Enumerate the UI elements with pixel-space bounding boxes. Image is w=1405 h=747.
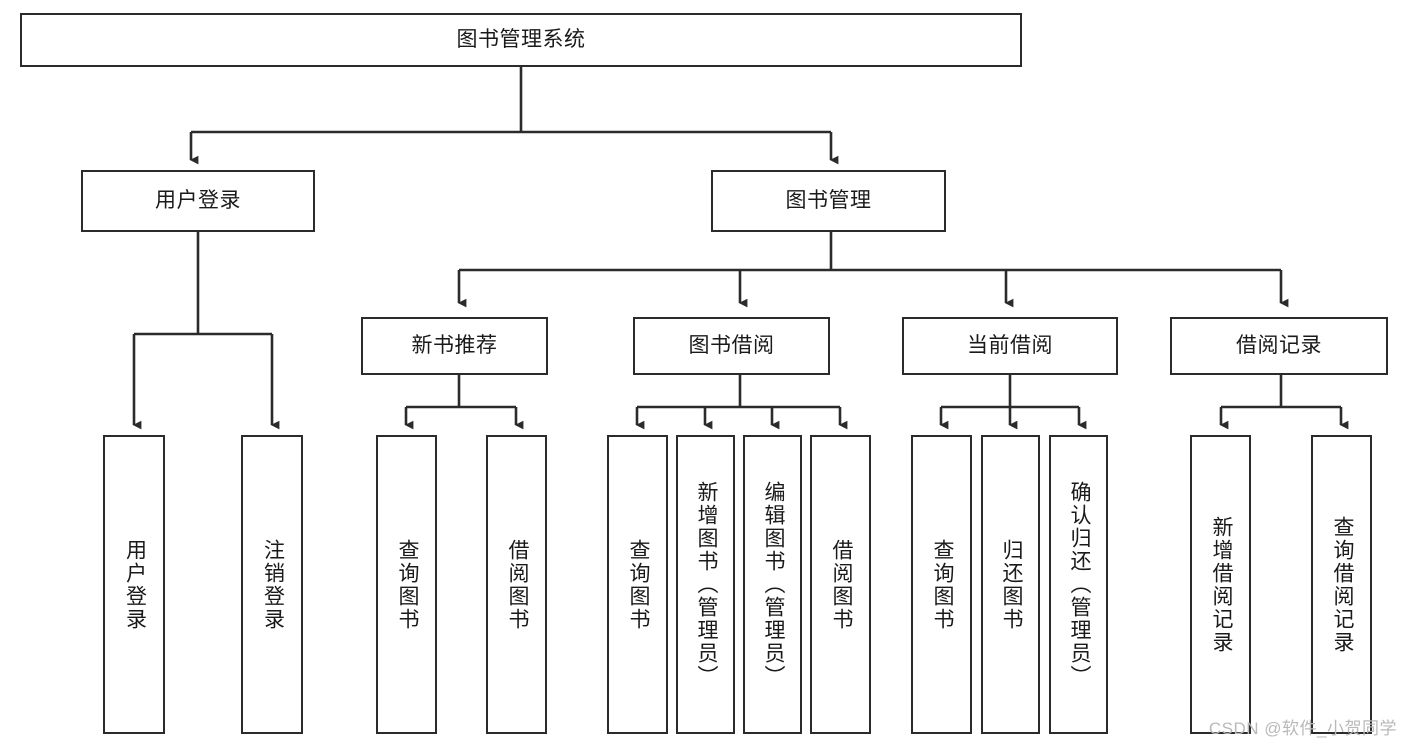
node-leaf-query-book-3[interactable]: 查询图书 [911, 435, 972, 734]
node-book-management[interactable]: 图书管理 [711, 170, 946, 232]
node-leaf-add-book-admin-label: 新增图书（管理员） [694, 481, 718, 688]
node-leaf-add-book-admin[interactable]: 新增图书（管理员） [676, 435, 735, 734]
node-leaf-borrow-book-1[interactable]: 借阅图书 [486, 435, 547, 734]
node-leaf-add-borrow-record[interactable]: 新增借阅记录 [1190, 435, 1251, 734]
node-leaf-return-book-label: 归还图书 [999, 538, 1023, 631]
node-user-login-label: 用户登录 [155, 189, 241, 213]
node-leaf-confirm-return-admin-label: 确认归还（管理员） [1067, 481, 1091, 688]
node-leaf-edit-book-admin[interactable]: 编辑图书（管理员） [743, 435, 802, 734]
node-leaf-user-login[interactable]: 用户登录 [103, 435, 165, 734]
node-leaf-query-book-2[interactable]: 查询图书 [607, 435, 668, 734]
node-leaf-query-borrow-record-label: 查询借阅记录 [1330, 515, 1354, 654]
node-book-borrow[interactable]: 图书借阅 [633, 317, 830, 375]
node-leaf-logout-login-label: 注销登录 [261, 538, 285, 631]
node-book-borrow-label: 图书借阅 [688, 334, 775, 358]
node-root[interactable]: 图书管理系统 [20, 13, 1022, 67]
node-leaf-query-book-1[interactable]: 查询图书 [376, 435, 437, 734]
node-leaf-query-book-3-label: 查询图书 [930, 538, 954, 631]
node-leaf-query-book-1-label: 查询图书 [395, 538, 419, 631]
node-leaf-logout-login[interactable]: 注销登录 [241, 435, 303, 734]
node-user-login[interactable]: 用户登录 [81, 170, 315, 232]
node-book-management-label: 图书管理 [785, 189, 872, 213]
node-leaf-user-login-label: 用户登录 [123, 538, 147, 631]
node-leaf-add-borrow-record-label: 新增借阅记录 [1209, 515, 1233, 654]
node-borrow-record-label: 借阅记录 [1236, 334, 1322, 358]
node-leaf-query-book-2-label: 查询图书 [626, 538, 650, 631]
node-leaf-query-borrow-record[interactable]: 查询借阅记录 [1311, 435, 1372, 734]
node-root-label: 图书管理系统 [456, 28, 586, 52]
node-leaf-borrow-book-2[interactable]: 借阅图书 [810, 435, 871, 734]
node-leaf-confirm-return-admin[interactable]: 确认归还（管理员） [1049, 435, 1108, 734]
node-leaf-borrow-book-2-label: 借阅图书 [829, 538, 853, 631]
node-new-book-recommend[interactable]: 新书推荐 [361, 317, 548, 375]
node-new-book-recommend-label: 新书推荐 [411, 334, 498, 358]
node-leaf-borrow-book-1-label: 借阅图书 [505, 538, 529, 631]
node-leaf-edit-book-admin-label: 编辑图书（管理员） [761, 481, 785, 688]
node-leaf-return-book[interactable]: 归还图书 [981, 435, 1040, 734]
node-current-borrow-label: 当前借阅 [967, 334, 1053, 358]
node-current-borrow[interactable]: 当前借阅 [902, 317, 1118, 375]
node-borrow-record[interactable]: 借阅记录 [1170, 317, 1388, 375]
